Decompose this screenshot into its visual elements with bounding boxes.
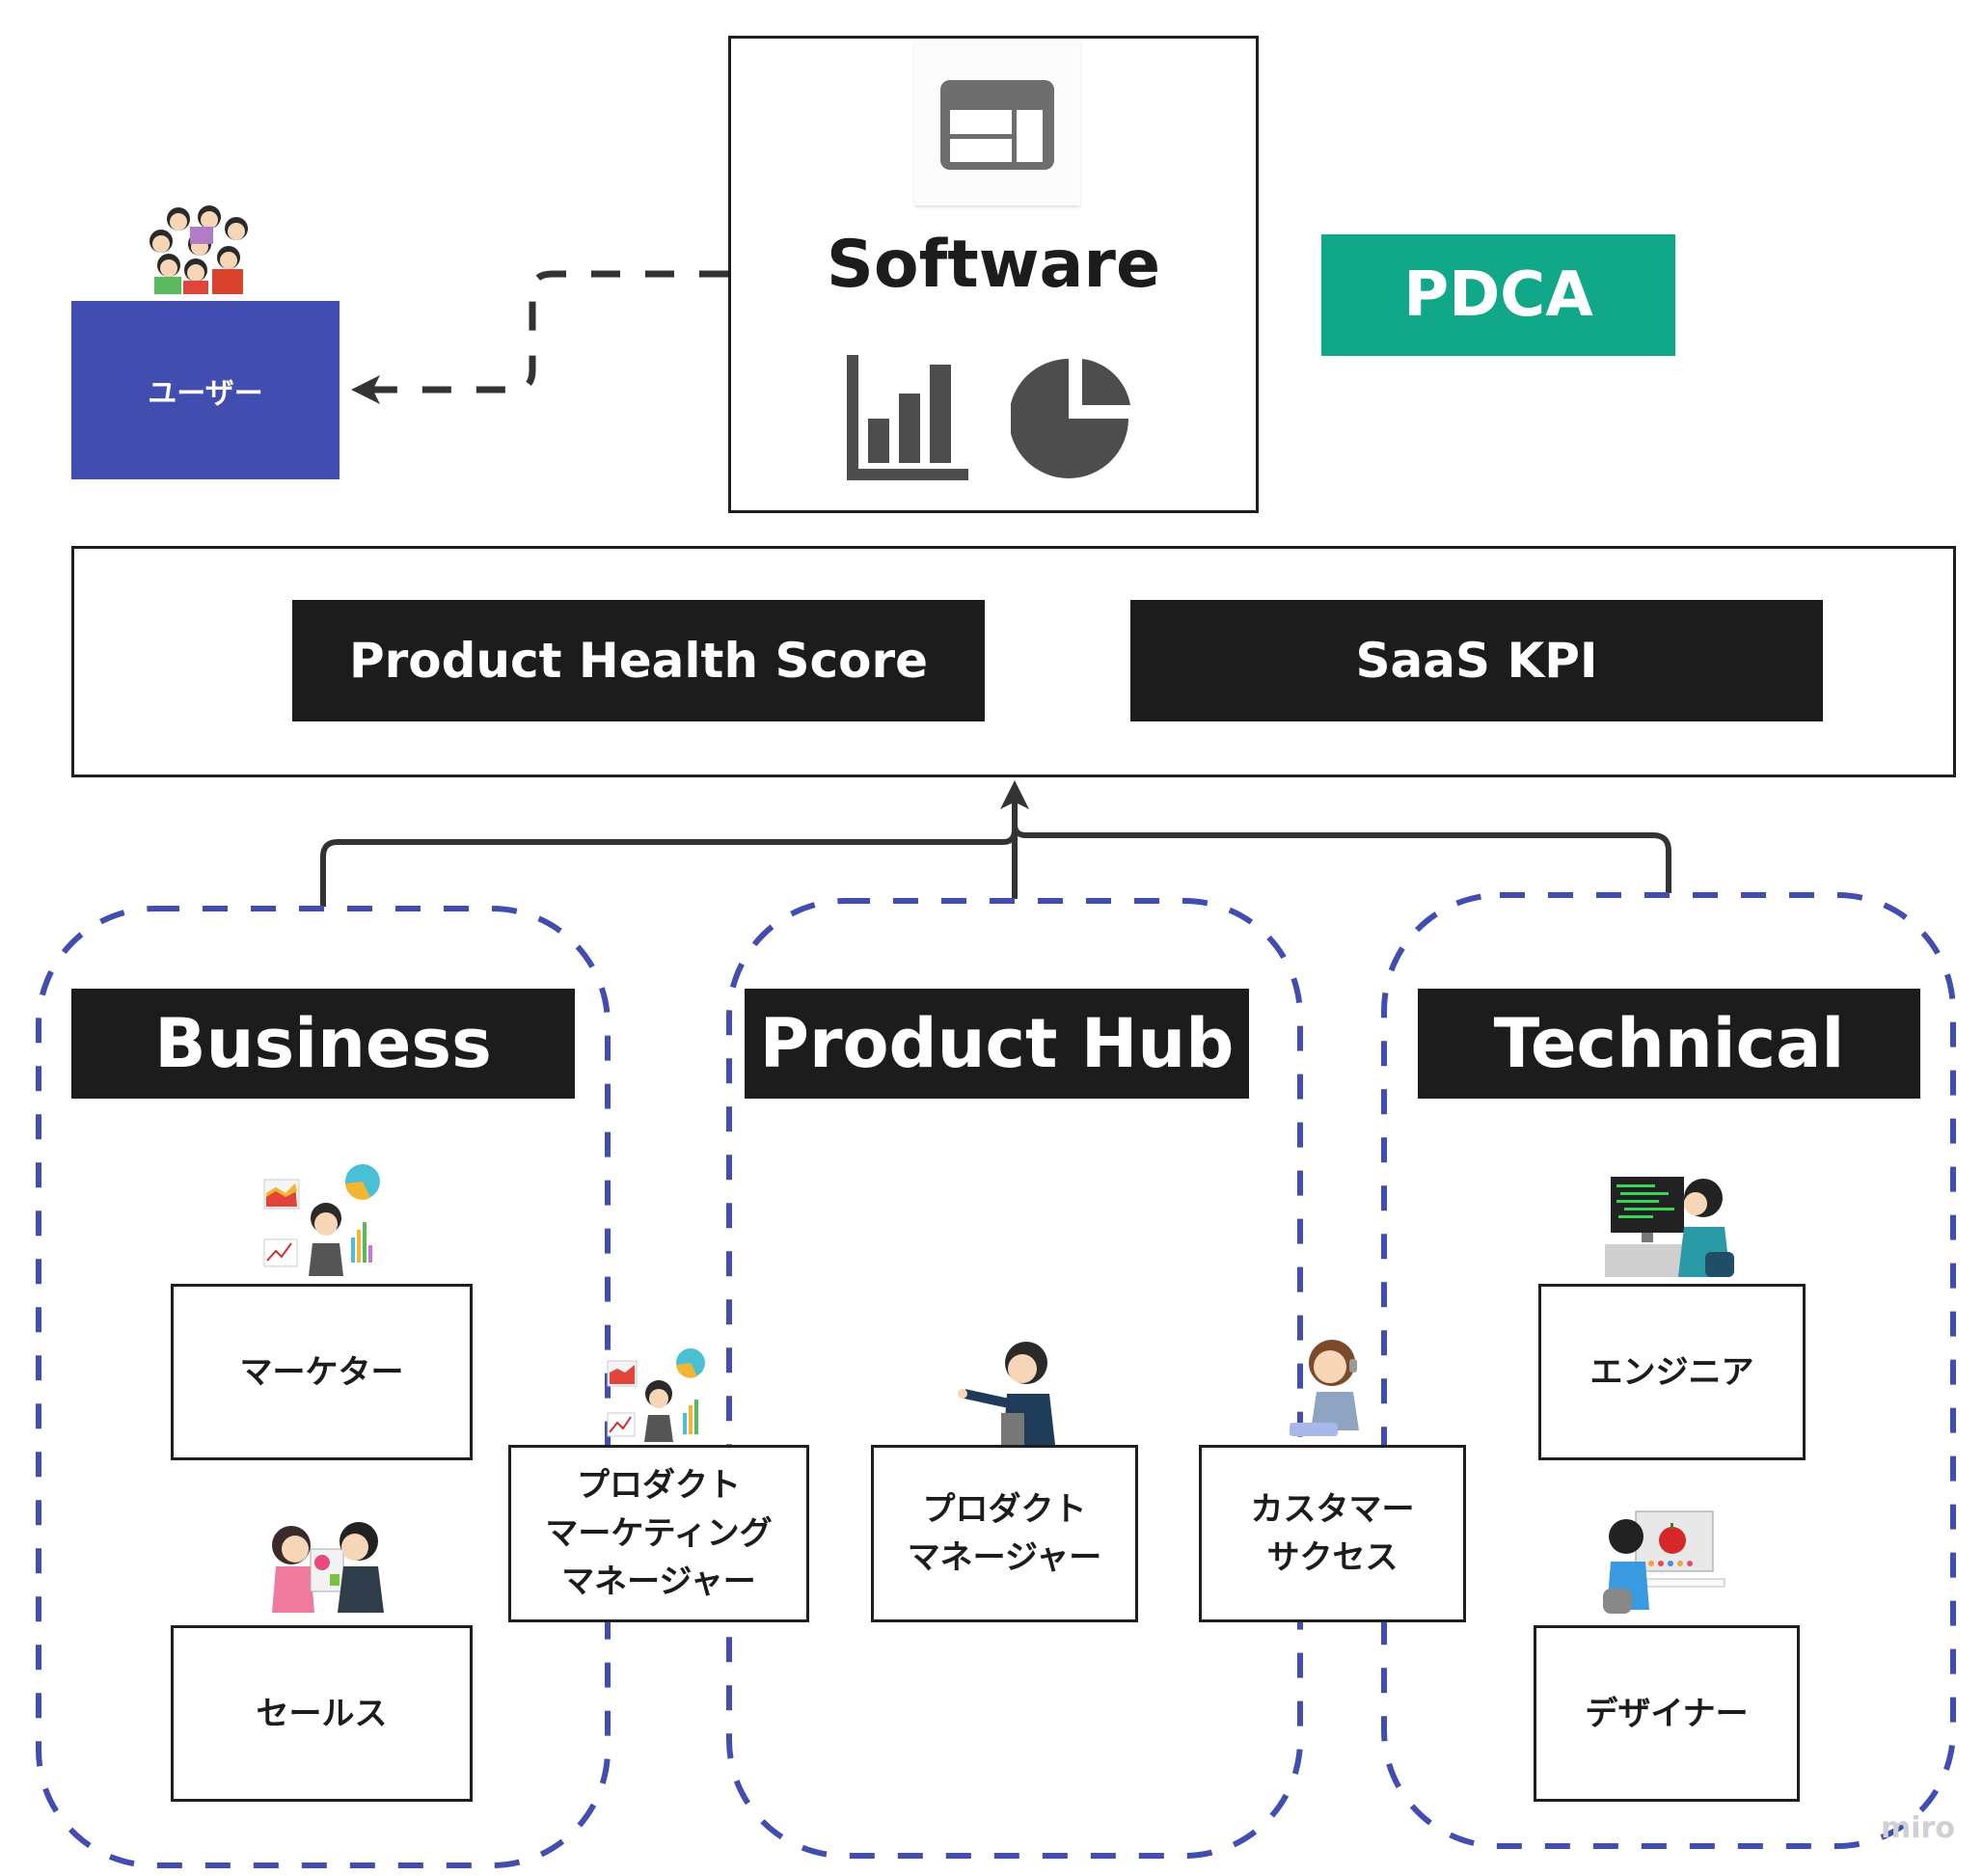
role-label-marketer: マーケター [239,1352,404,1392]
producthub-group-header[interactable]: Product Hub [745,989,1249,1099]
technical-group-header[interactable]: Technical [1418,989,1920,1099]
role-label-designer: デザイナー [1585,1694,1749,1733]
role-box-product-manager[interactable]: プロダクト マネージャー [871,1445,1138,1622]
saas-kpi-label: SaaS KPI [1355,633,1598,689]
web-layout-icon [914,41,1080,205]
role-label-sales: セールス [256,1694,388,1733]
pm-illustration [957,1336,1063,1445]
role-label-engineer: エンジニア [1589,1352,1754,1392]
software-title: Software [826,227,1161,303]
users-label: ユーザー [148,376,263,411]
technical-group-title: Technical [1493,1004,1845,1083]
sales-illustration [262,1516,388,1613]
business-group-title: Business [154,1004,492,1083]
role-box-engineer[interactable]: エンジニア [1538,1284,1806,1460]
role-label-product-manager: プロダクト マネージャー [907,1490,1102,1577]
saas-kpi-box[interactable]: SaaS KPI [1130,600,1823,721]
role-box-customer-success[interactable]: カスタマー サクセス [1199,1445,1466,1622]
role-label-customer-success: カスタマー サクセス [1250,1490,1415,1577]
bar-chart-icon [841,355,976,482]
product-health-score-label: Product Health Score [348,633,929,689]
customer-success-illustration [1288,1334,1374,1445]
users-node[interactable]: ユーザー [71,301,340,479]
pie-chart-icon [1009,355,1136,480]
engineer-illustration [1603,1173,1738,1277]
designer-illustration [1601,1509,1726,1616]
product-health-score-box[interactable]: Product Health Score [292,600,985,721]
software-to-users-connector [351,270,728,404]
business-to-metrics-connector [320,829,1018,907]
technical-to-metrics-connector [1012,824,1671,893]
marketer-illustration [262,1162,388,1276]
business-group-header[interactable]: Business [71,989,575,1099]
role-label-product-marketing-manager: プロダクト マーケティング マネージャー [545,1466,773,1601]
role-box-sales[interactable]: セールス [171,1625,473,1802]
miro-watermark: miro [1881,1811,1955,1845]
pdca-badge[interactable]: PDCA [1321,234,1675,356]
producthub-group-title: Product Hub [759,1004,1235,1083]
role-box-marketer[interactable]: マーケター [171,1284,473,1460]
role-box-product-marketing-manager[interactable]: プロダクト マーケティング マネージャー [508,1445,809,1622]
pmm-illustration [606,1346,712,1442]
pdca-label: PDCA [1403,259,1593,331]
users-illustration [140,198,270,294]
role-box-designer[interactable]: デザイナー [1534,1625,1800,1802]
